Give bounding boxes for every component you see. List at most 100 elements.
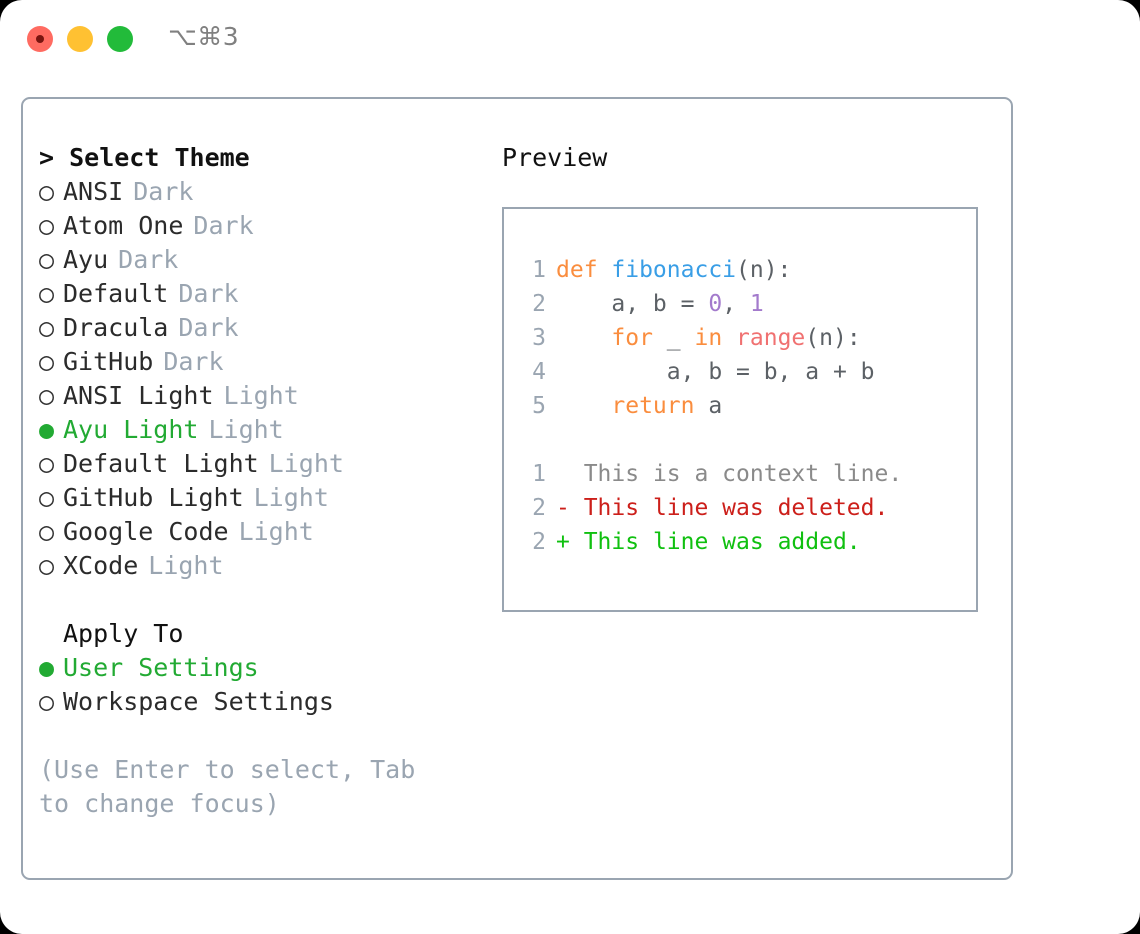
theme-option-ayu-light[interactable]: ● Ayu Light Light <box>39 413 479 447</box>
diff-line: 2+ This line was added. <box>504 525 976 559</box>
code-token-kw: for <box>611 325 653 351</box>
theme-option-label: Dracula <box>63 313 169 342</box>
theme-option-google-code[interactable]: ○ Google Code Light <box>39 515 479 549</box>
code-token-fn: fibonacci <box>611 257 737 283</box>
theme-option-kind: Dark <box>178 313 239 342</box>
theme-option-kind: Light <box>253 483 329 512</box>
theme-option-dracula[interactable]: ○ Dracula Dark <box>39 311 479 345</box>
code-token-plain: (n): <box>736 257 792 283</box>
list-spacer <box>39 583 479 617</box>
theme-option-ansi-light[interactable]: ○ ANSI Light Light <box>39 379 479 413</box>
apply-to-heading: Apply To <box>63 619 184 648</box>
diff-sign: - <box>556 495 570 521</box>
radio-unselected-icon: ○ <box>39 381 55 410</box>
theme-option-label: Atom One <box>63 211 184 240</box>
theme-option-xcode[interactable]: ○ XCode Light <box>39 549 479 583</box>
theme-option-label: XCode <box>63 551 139 580</box>
diff-sign: + <box>556 529 570 555</box>
theme-option-kind: Light <box>148 551 224 580</box>
minimize-window-button[interactable] <box>67 26 93 52</box>
code-token-plain: a, b = b, a + b <box>556 359 875 385</box>
radio-unselected-icon: ○ <box>39 211 55 240</box>
code-line-number: 4 <box>532 359 546 385</box>
select-theme-heading: > Select Theme <box>39 143 250 172</box>
code-line-number: 3 <box>532 325 546 351</box>
theme-option-label: ANSI <box>63 177 124 206</box>
theme-option-kind: Light <box>238 517 314 546</box>
title-bar: ⌥⌘3 <box>0 0 1140 78</box>
code-token-plain: , <box>722 291 750 317</box>
radio-unselected-icon: ○ <box>39 483 55 512</box>
diff-sign <box>556 457 570 491</box>
radio-selected-icon: ● <box>39 653 55 682</box>
radio-unselected-icon: ○ <box>39 551 55 580</box>
theme-option-label: GitHub <box>63 347 154 376</box>
theme-option-kind: Light <box>223 381 299 410</box>
diff-line-number: 2 <box>532 495 546 521</box>
theme-option-atom-one[interactable]: ○ Atom One Dark <box>39 209 479 243</box>
code-token-plain: (n): <box>805 325 861 351</box>
theme-option-label: Default <box>63 279 169 308</box>
code-token-plain <box>556 393 611 419</box>
apply-to-list: ● User Settings ○ Workspace Settings <box>39 651 479 719</box>
radio-unselected-icon: ○ <box>39 313 55 342</box>
code-token-num: 1 <box>749 291 764 317</box>
apply-to-option-label: User Settings <box>63 653 259 682</box>
radio-selected-icon: ● <box>39 415 55 444</box>
code-token-kw: def <box>556 257 612 283</box>
theme-option-label: Ayu <box>63 245 109 274</box>
theme-option-label: ANSI Light <box>63 381 214 410</box>
code-line-content: for _ in range(n): <box>556 321 861 355</box>
preview-heading: Preview <box>502 143 608 172</box>
code-token-builtin: range <box>736 325 806 351</box>
theme-option-kind: Dark <box>193 211 254 240</box>
code-line: 4 a, b = b, a + b <box>504 355 976 389</box>
theme-option-label: Ayu Light <box>63 415 199 444</box>
diff-line-number: 1 <box>532 461 546 487</box>
diff-line: 2- This line was deleted. <box>504 491 976 525</box>
theme-option-label: Google Code <box>63 517 229 546</box>
code-token-plain <box>556 325 611 351</box>
apply-to-option-label: Workspace Settings <box>63 687 334 716</box>
code-token-plain: a, b = <box>556 291 709 317</box>
code-token-plain: a <box>694 393 723 419</box>
close-window-button[interactable] <box>27 26 53 52</box>
code-token-plain: _ <box>652 325 695 351</box>
keyboard-hint-text: (Use Enter to select, Tab to change focu… <box>39 755 431 818</box>
code-line-number: 2 <box>532 291 546 317</box>
theme-option-kind: Dark <box>118 245 179 274</box>
diff-sample: 1 This is a context line.2- This line wa… <box>504 457 976 559</box>
code-line: 5 return a <box>504 389 976 423</box>
theme-option-kind: Light <box>268 449 344 478</box>
theme-option-kind: Dark <box>133 177 194 206</box>
diff-line: 1 This is a context line. <box>504 457 976 491</box>
code-line: 2 a, b = 0, 1 <box>504 287 976 321</box>
theme-option-kind: Dark <box>178 279 239 308</box>
code-token-num: 0 <box>708 291 723 317</box>
maximize-window-button[interactable] <box>107 26 133 52</box>
apply-to-option-workspace-settings[interactable]: ○ Workspace Settings <box>39 685 479 719</box>
code-token-kw: return <box>611 393 695 419</box>
radio-unselected-icon: ○ <box>39 687 55 716</box>
diff-line-content: This line was deleted. <box>569 495 889 521</box>
theme-option-kind: Light <box>208 415 284 444</box>
apply-to-option-user-settings[interactable]: ● User Settings <box>39 651 479 685</box>
keyboard-shortcut-label: ⌥⌘3 <box>168 22 240 51</box>
radio-unselected-icon: ○ <box>39 517 55 546</box>
code-token-plain <box>722 325 736 351</box>
diff-line-content: This is a context line. <box>569 461 903 487</box>
radio-unselected-icon: ○ <box>39 449 55 478</box>
